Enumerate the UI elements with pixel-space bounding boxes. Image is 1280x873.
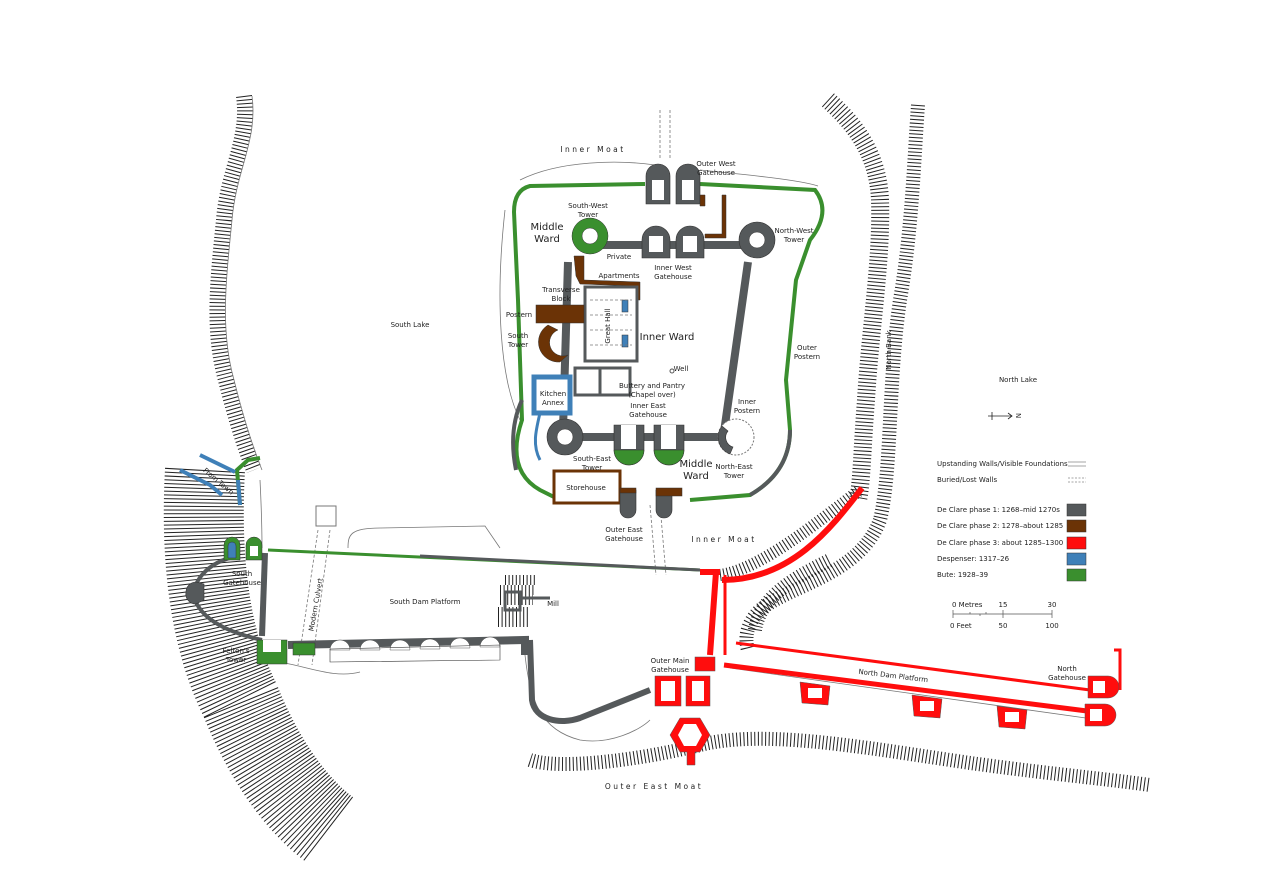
label-south-tower-2: Tower bbox=[507, 341, 528, 349]
label-storehouse: Storehouse bbox=[566, 484, 606, 492]
label-south-lake: South Lake bbox=[391, 321, 430, 329]
label-inner-moat-top: Inner Moat bbox=[560, 145, 625, 154]
inner-ward bbox=[531, 163, 776, 519]
label-outer-main-gatehouse-2: Gatehouse bbox=[651, 666, 689, 674]
label-inner-east-gatehouse-2: Gatehouse bbox=[629, 411, 667, 419]
label-middle-ward-west: Middle bbox=[530, 222, 563, 233]
label-inner-east-gatehouse: Inner East bbox=[630, 402, 666, 410]
label-transverse-block-2: Block bbox=[552, 295, 572, 303]
label-inner-postern: Inner bbox=[738, 398, 756, 406]
scale-feet-label: 0 Feet bbox=[950, 622, 972, 630]
legend-bute: Bute: 1928–39 bbox=[937, 571, 988, 579]
legend-phase-1: De Clare phase 1: 1268–mid 1270s bbox=[937, 506, 1060, 514]
scale-metres-label: 0 Metres bbox=[952, 601, 983, 609]
compass-label: N bbox=[1014, 413, 1022, 418]
label-kitchen-annex: Kitchen bbox=[540, 390, 566, 398]
label-outer-east-moat: Outer East Moat bbox=[605, 782, 703, 791]
label-outer-west-gatehouse-2: Gatehouse bbox=[697, 169, 735, 177]
legend-upstanding: Upstanding Walls/Visible Foundations bbox=[937, 460, 1068, 468]
scale-metres-mid: 15 bbox=[999, 601, 1008, 609]
label-south-gatehouse-2: Gatehouse bbox=[223, 579, 261, 587]
label-south-dam-platform: South Dam Platform bbox=[390, 598, 461, 606]
north-arrow-icon: N bbox=[988, 412, 1022, 420]
label-middle-ward-east: Middle bbox=[679, 459, 712, 470]
label-inner-west-gatehouse-2: Gatehouse bbox=[654, 273, 692, 281]
label-south-east-tower: South-East bbox=[573, 455, 611, 463]
label-buttery-pantry: Buttery and Pantry bbox=[619, 382, 685, 390]
legend-swatch-phase-2 bbox=[1066, 519, 1087, 533]
label-feltons-tower-2: Tower bbox=[225, 656, 246, 664]
label-north-east-tower: North-East bbox=[715, 463, 752, 471]
legend-swatch-phase-3 bbox=[1066, 536, 1087, 550]
legend-swatch-despenser bbox=[1066, 552, 1087, 566]
label-kitchen-annex-2: Annex bbox=[542, 399, 564, 407]
label-inner-west-gatehouse: Inner West bbox=[654, 264, 692, 272]
scale-metres-end: 30 bbox=[1048, 601, 1057, 609]
label-outer-east-gatehouse: Outer East bbox=[605, 526, 642, 534]
label-outer-east-gatehouse-2: Gatehouse bbox=[605, 535, 643, 543]
label-outer-postern: Outer bbox=[797, 344, 817, 352]
label-north-gatehouse-2: Gatehouse bbox=[1048, 674, 1086, 682]
label-transverse-block: Transverse bbox=[541, 286, 580, 294]
scale-feet-mid: 50 bbox=[999, 622, 1008, 630]
legend-phase-2: De Clare phase 2: 1278–about 1285 bbox=[937, 522, 1063, 530]
label-south-gatehouse: South bbox=[232, 570, 252, 578]
label-inner-postern-2: Postern bbox=[734, 407, 760, 415]
label-north-west-tower-2: Tower bbox=[783, 236, 804, 244]
label-middle-ward-west-2: Ward bbox=[534, 234, 560, 245]
legend: Upstanding Walls/Visible Foundations Bur… bbox=[937, 460, 1087, 582]
label-south-tower: South bbox=[508, 332, 528, 340]
label-inner-ward: Inner Ward bbox=[640, 332, 695, 343]
label-south-west-tower-2: Tower bbox=[577, 211, 598, 219]
label-apartments: Apartments bbox=[598, 272, 639, 280]
label-north-bank: North Bank bbox=[885, 329, 893, 369]
scale-bar: 0 Metres 15 30 0 Feet 50 100 bbox=[950, 601, 1059, 630]
phase-3-works bbox=[654, 486, 1122, 766]
label-north-east-tower-2: Tower bbox=[723, 472, 744, 480]
label-north-lake: North Lake bbox=[999, 376, 1037, 384]
legend-phase-3: De Clare phase 3: about 1285–1300 bbox=[937, 539, 1063, 547]
label-north-west-tower: North-West bbox=[774, 227, 813, 235]
scale-feet-end: 100 bbox=[1045, 622, 1058, 630]
label-south-west-tower: South-West bbox=[568, 202, 608, 210]
earthwork-banks bbox=[163, 93, 1151, 862]
label-south-east-tower-2: Tower bbox=[581, 464, 602, 472]
label-outer-main-gatehouse: Outer Main bbox=[651, 657, 690, 665]
label-chapel-over: (Chapel over) bbox=[628, 391, 676, 399]
label-north-gatehouse: North bbox=[1057, 665, 1077, 673]
label-inner-moat-bottom: Inner Moat bbox=[691, 535, 756, 544]
label-feltons-tower: Felton's bbox=[223, 647, 250, 655]
legend-swatch-bute bbox=[1066, 568, 1087, 582]
label-well: Well bbox=[674, 365, 689, 373]
legend-buried: Buried/Lost Walls bbox=[937, 476, 997, 484]
label-outer-postern-2: Postern bbox=[794, 353, 820, 361]
middle-ward-curtain bbox=[511, 182, 825, 502]
label-postern: Postern bbox=[506, 311, 532, 319]
label-middle-ward-east-2: Ward bbox=[683, 471, 709, 482]
legend-swatch-phase-1 bbox=[1066, 503, 1087, 517]
south-dam bbox=[179, 453, 701, 724]
label-mill: Mill bbox=[547, 600, 559, 608]
label-great-hall: Great Hall bbox=[604, 308, 612, 343]
label-private: Private bbox=[607, 253, 631, 261]
legend-despenser: Despenser: 1317–26 bbox=[937, 555, 1010, 563]
label-outer-west-gatehouse: Outer West bbox=[696, 160, 736, 168]
